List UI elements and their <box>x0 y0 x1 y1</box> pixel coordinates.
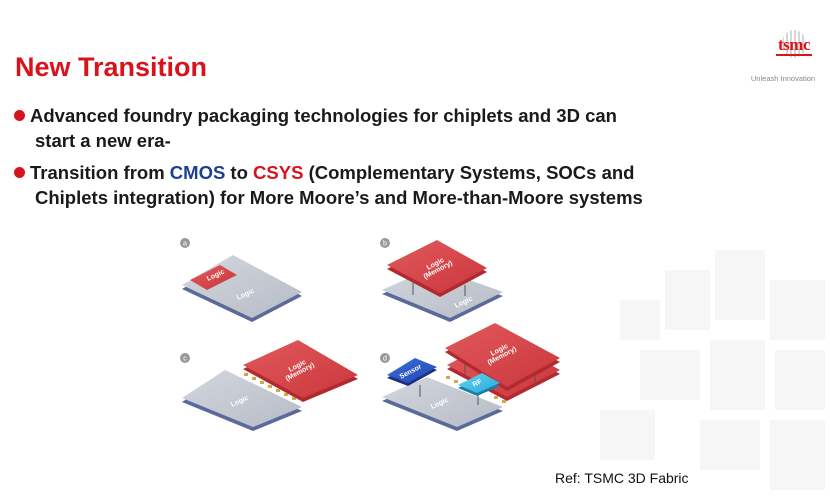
panel-a: a Logic Logic <box>180 238 302 322</box>
bullet-2-text: (Complementary Systems, SOCs and <box>303 162 635 183</box>
background-square <box>770 280 825 340</box>
bullet-1-line2: start a new era- <box>35 130 171 151</box>
bullet-2-text: to <box>225 162 254 183</box>
bullet-1: Advanced foundry packaging technologies … <box>14 103 617 153</box>
panel-c-letter: c <box>183 356 187 363</box>
logic-die <box>182 370 302 427</box>
logic-die <box>382 377 503 427</box>
micro-bumps <box>446 376 506 403</box>
memory-die <box>190 265 237 290</box>
panel-c: c Logic (Memory) Logic <box>180 340 358 431</box>
logo-tagline: Unleash Innovation <box>750 74 816 83</box>
reference-note: Ref: TSMC 3D Fabric <box>555 470 689 486</box>
panel-d-badge <box>380 353 390 363</box>
chip-label: RF <box>472 378 484 389</box>
bullet-2-line2: Chiplets integration) for More Moore’s a… <box>35 187 643 208</box>
panel-b: b Logic (Memory) Logic <box>380 238 503 322</box>
logo-wordmark: tsmc <box>776 35 812 56</box>
cmos-term: CMOS <box>169 162 226 183</box>
background-square <box>770 420 825 490</box>
sensor-die <box>387 358 437 383</box>
background-square <box>710 340 765 410</box>
slide-title: New Transition <box>15 52 208 82</box>
memory-die <box>387 240 487 293</box>
panel-b-letter: b <box>383 241 387 248</box>
bullet-2: Transition from CMOS to CSYS (Complement… <box>14 160 643 210</box>
csys-term: CSYS <box>253 162 304 183</box>
bullet-dot-icon <box>14 167 25 178</box>
bullet-dot-icon <box>14 110 25 121</box>
background-square <box>640 350 700 400</box>
memory-die-upper <box>445 323 560 387</box>
background-square <box>665 270 710 330</box>
rf-die <box>458 373 500 393</box>
bullet-2-text: Transition from <box>30 162 170 183</box>
logic-memory-die <box>243 340 358 398</box>
panel-a-badge <box>180 238 190 248</box>
panel-a-letter: a <box>183 241 187 248</box>
background-square <box>700 420 760 470</box>
panel-c-badge <box>180 353 190 363</box>
panel-d: d Logic (Memory) Logic Sensor RF <box>380 323 560 431</box>
panel-b-badge <box>380 238 390 248</box>
background-square <box>620 300 660 340</box>
logic-die <box>182 255 302 318</box>
background-square <box>715 250 765 320</box>
micro-bumps <box>244 373 296 400</box>
background-square <box>600 410 655 460</box>
background-square <box>775 350 825 410</box>
bullet-1-line1: Advanced foundry packaging technologies … <box>30 105 617 126</box>
panel-d-letter: d <box>383 356 387 363</box>
